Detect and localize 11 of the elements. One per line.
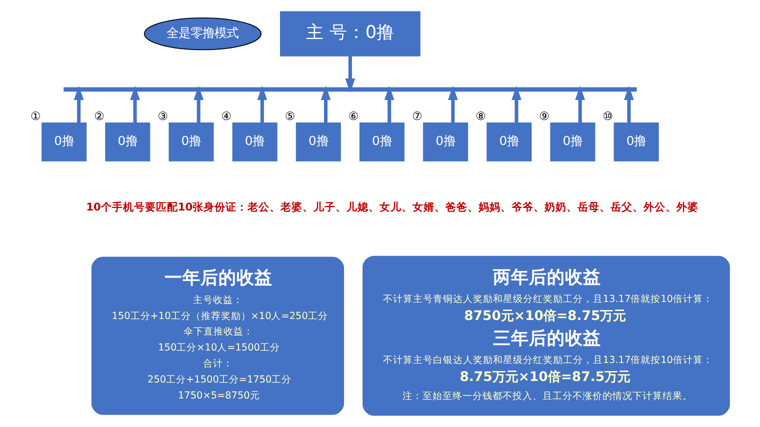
node-label: ⑨: [539, 108, 550, 123]
node-label: ①: [30, 108, 41, 123]
node-label: ⑤: [284, 108, 296, 123]
node-label: ③: [158, 108, 168, 123]
node-label: ④: [221, 108, 232, 123]
node-label: ②: [94, 108, 104, 123]
label: 10个手机号要匹配10张身份证：老公、老婆、儿子、儿媳、女儿、女婿、爸爸、妈妈、爷爷、奶奶、岳母、岳父、外公、外婆: [86, 202, 699, 214]
node-label: ⑦: [412, 108, 422, 123]
node-label: ⑥: [348, 108, 359, 123]
node-label: ⑩: [602, 108, 614, 123]
node-label: ⑧: [476, 108, 486, 123]
